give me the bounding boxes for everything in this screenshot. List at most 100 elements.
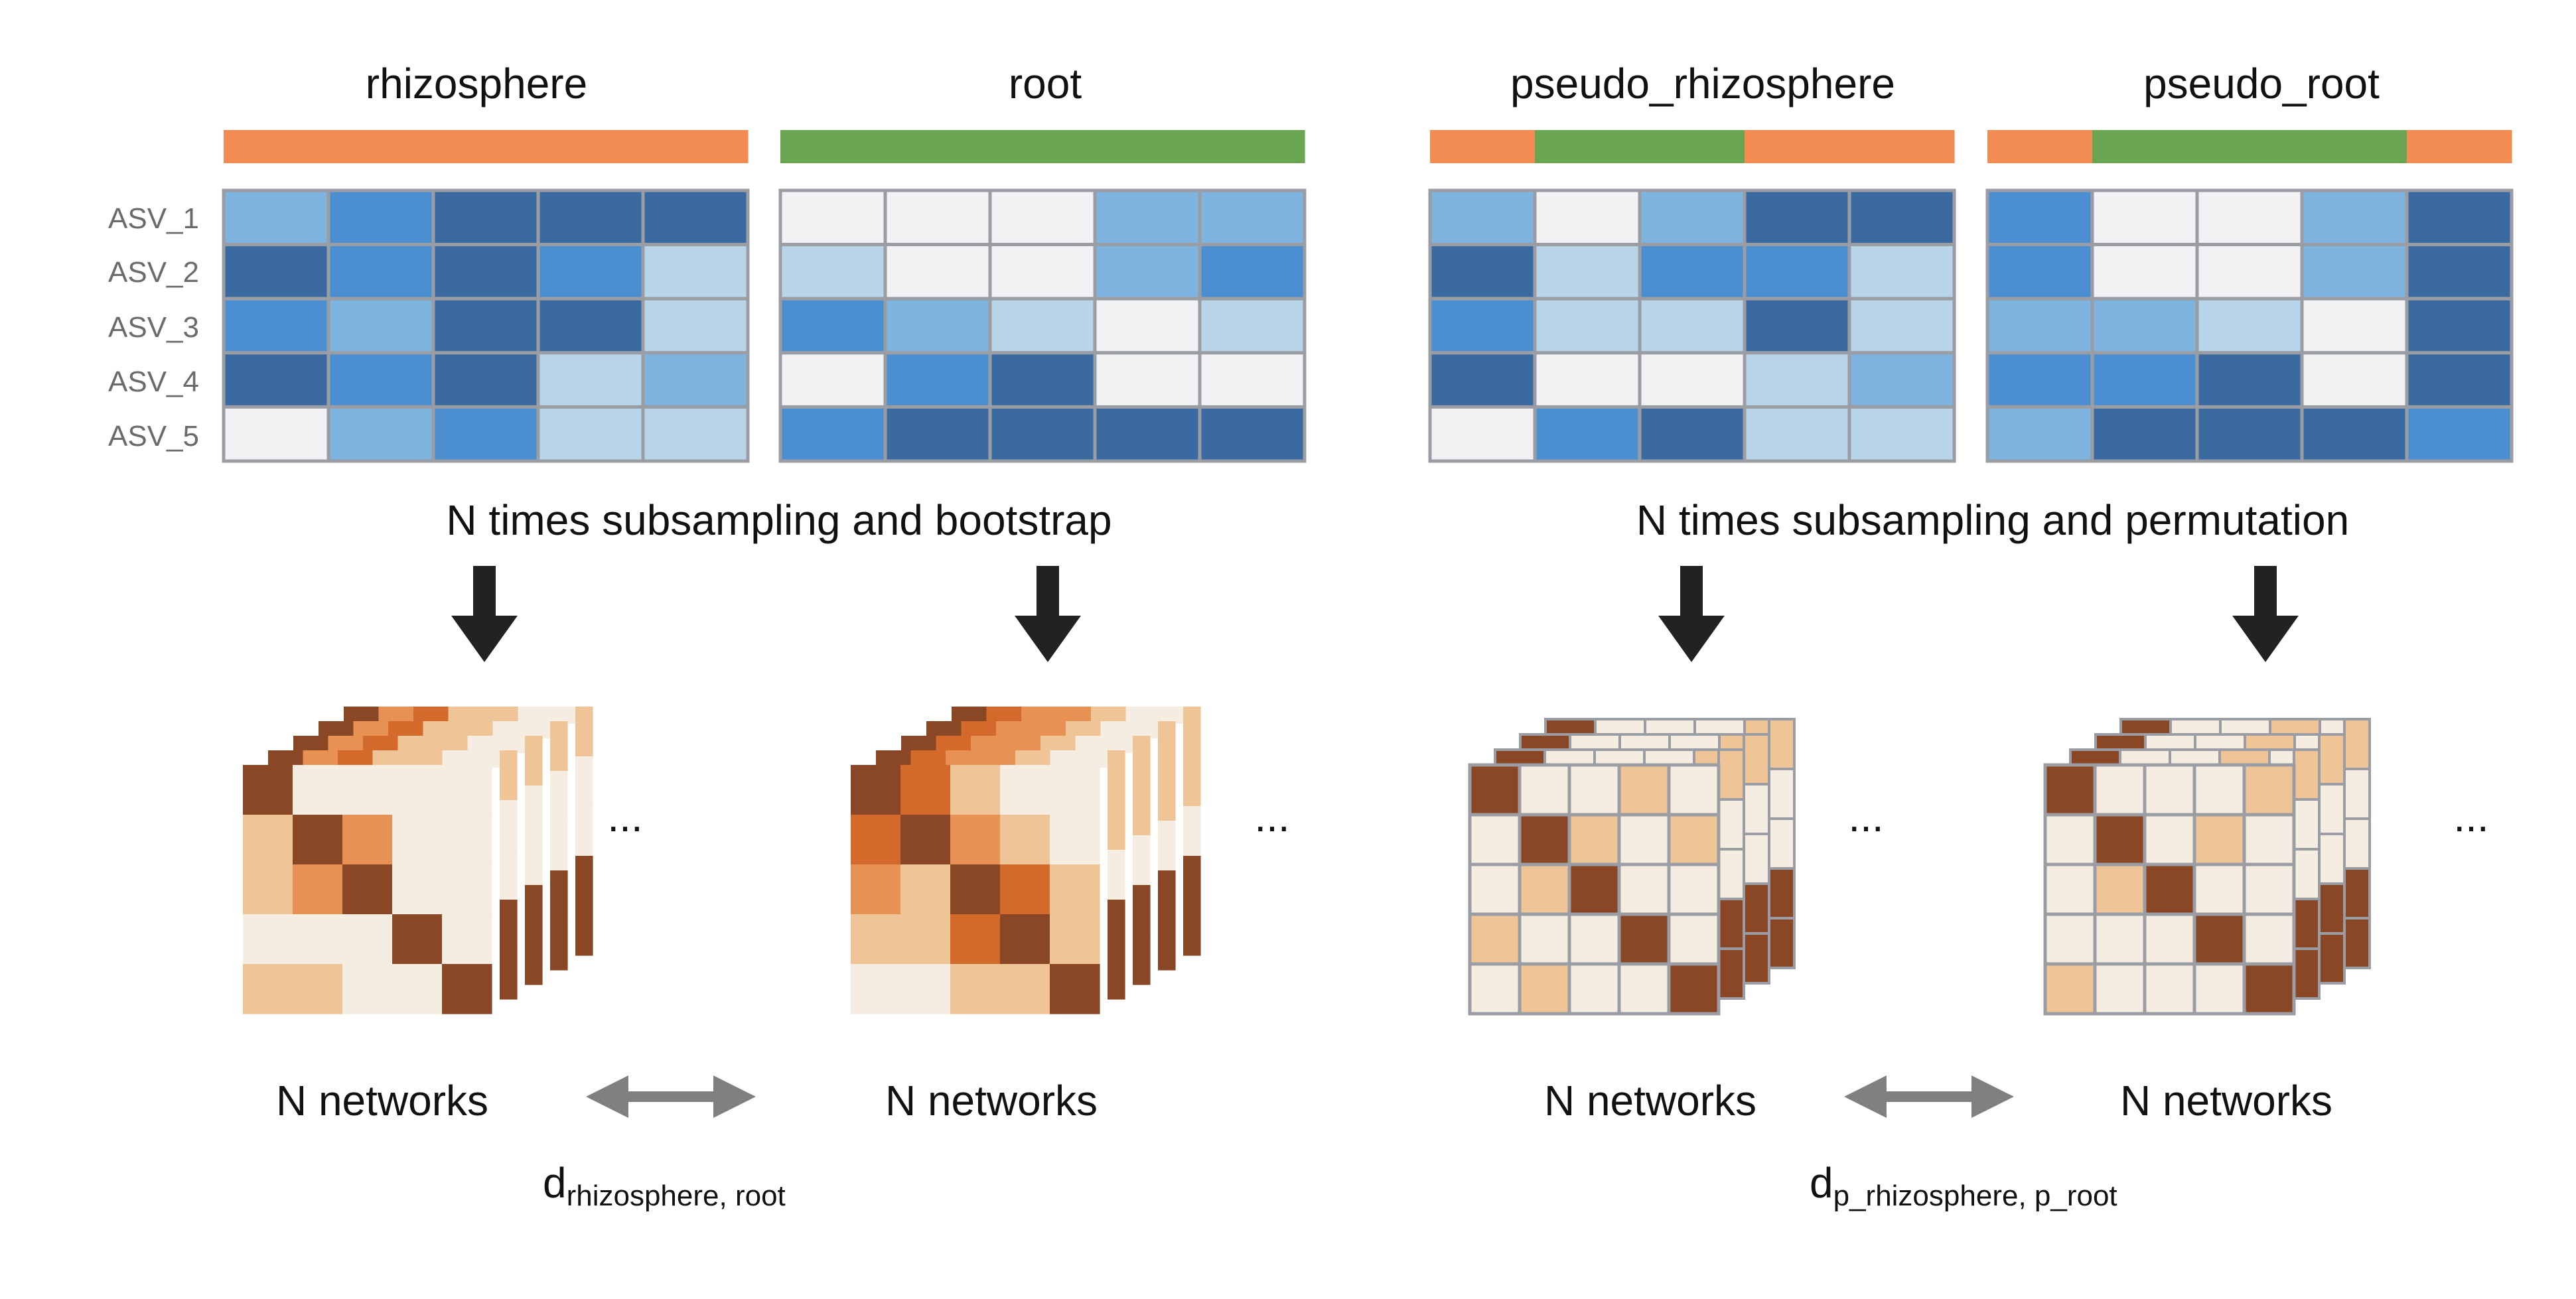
network-cell [1108,850,1125,900]
network-cell [996,721,1032,738]
networks-label-rhizosphere: N networks [276,1077,488,1125]
network-cell [851,914,901,965]
network-cell [268,750,304,768]
sample-group-bar [780,130,886,163]
network-cell [1518,813,1571,866]
network-cell [442,815,492,865]
ellipsis-4: ... [2453,793,2488,841]
abundance-cell [536,188,645,247]
network-cell [1667,763,1721,817]
abundance-cell [1638,405,1747,463]
distance-subscript: p_rhizosphere, p_root [1833,1180,2117,1212]
network-cell [2093,912,2147,966]
network-cell [2093,862,2147,916]
abundance-cell [2090,243,2199,301]
network-cell [1183,756,1201,807]
network-cell [1593,748,1646,766]
network-cell [518,707,553,724]
network-cell [2043,813,2097,866]
network-cell [2318,733,2346,786]
sample-group-bar [1200,130,1305,163]
network-cell [2143,813,2196,866]
network-stack-4 [2043,718,2371,1016]
network-cell [900,864,951,915]
network-cell [1544,718,1597,736]
network-cell [2192,862,2246,916]
network-cell [1567,862,1621,916]
abundance-cell [2300,351,2409,409]
network-back-layer [268,750,518,1000]
network-cell [442,914,492,965]
network-cell [1183,806,1201,856]
abundance-cell [1743,351,1851,409]
network-cell [1567,763,1621,817]
network-cell [1468,912,1522,966]
network-cell [392,815,443,865]
network-cell [1108,800,1125,851]
abundance-cell [1533,405,1642,463]
abundance-cell [883,188,992,247]
network-cell [876,750,912,768]
abundance-cell [222,405,330,463]
network-cell [1717,947,1745,1000]
abundance-cell [2405,188,2514,247]
network-cell [1050,914,1100,965]
network-cell [900,815,951,865]
abundance-cell [1093,351,1202,409]
abundance-cell [641,297,750,355]
networks-label-pseudo-rhizosphere: N networks [1544,1077,1756,1125]
abundance-cell [1428,405,1537,463]
network-cell [338,750,374,768]
abundance-cell [2405,351,2514,409]
abundance-cell [1533,297,1642,355]
network-cell [293,815,343,865]
network-cell [851,864,901,915]
abundance-cell [1847,188,1956,247]
distance-label-pseudo: dp_rhizosphere, p_root [1810,1159,2117,1212]
network-cell [1594,718,1646,736]
network-cell [575,806,593,856]
network-cell [2144,733,2196,751]
network-cell [1717,748,1745,801]
down-arrow-icon [1658,566,1725,662]
network-cell [2119,748,2171,766]
network-matrices [243,707,2371,1016]
network-cell [575,707,593,757]
abundance-cell [1743,405,1851,463]
abundance-cell [778,188,887,247]
network-cell [342,914,393,965]
abundance-cell [1985,188,2094,247]
network-cell [1643,748,1695,766]
network-cell [2094,733,2147,751]
network-cell [392,914,443,965]
abundance-cell [1638,351,1747,409]
network-cell [442,964,492,1014]
network-cell [2318,882,2346,935]
network-cell [575,756,593,807]
abundance-cell [1093,297,1202,355]
abundance-cell [641,351,750,409]
network-cell [2343,817,2371,870]
network-cell [971,736,1007,753]
network-cell [1768,917,1796,969]
abundance-cell [326,243,435,301]
network-cell [2119,718,2172,736]
network-cell [448,707,484,724]
network-cell [901,736,937,753]
network-cell [388,721,424,738]
abundance-cell [2405,405,2514,463]
abundance-cell [1093,188,1202,247]
network-cell [1743,932,1770,985]
abundance-cell [1428,188,1537,247]
network-cell [342,964,393,1014]
network-cell [1000,815,1050,865]
abundance-cell [1743,297,1851,355]
network-cell [2242,862,2296,916]
network-cell [392,964,443,1014]
ellipsis-3: ... [1848,793,1883,841]
abundance-cell [1638,243,1747,301]
network-back-layer [293,736,543,985]
network-cell [1021,707,1057,724]
network-cell [851,815,901,865]
sample-group-bar [1095,130,1200,163]
